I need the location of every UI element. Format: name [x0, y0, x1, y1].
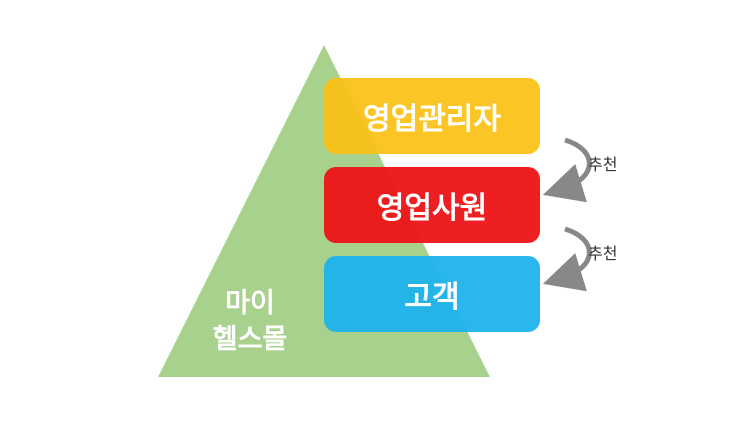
recommend-label-2: 추천 — [588, 244, 618, 263]
pyramid-label: 마이 헬스몰 — [190, 286, 310, 358]
level-sales-manager-box: 영업관리자 — [324, 78, 540, 154]
recommend-arrow-1 — [542, 137, 592, 203]
level-sales-staff-box: 영업사원 — [324, 167, 540, 243]
pyramid-label-line-2: 헬스몰 — [212, 324, 288, 355]
pyramid-label-line-1: 마이 — [225, 288, 275, 319]
recommend-label-1: 추천 — [588, 155, 618, 174]
level-customer-box: 고객 — [324, 256, 540, 332]
recommend-arrow-2 — [542, 226, 592, 292]
